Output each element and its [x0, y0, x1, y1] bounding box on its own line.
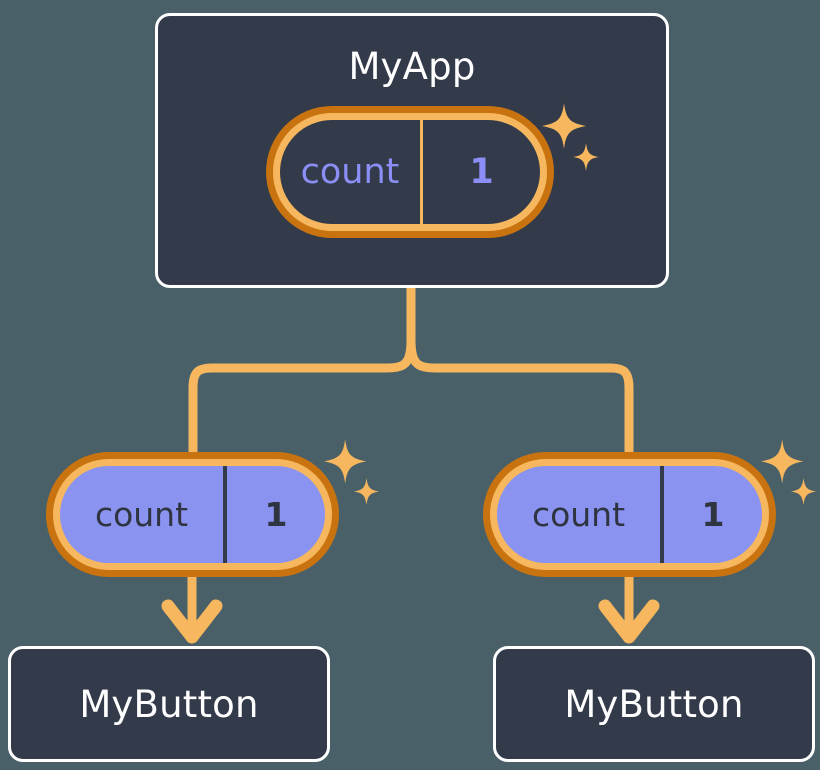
pill-body-left: count 1: [60, 466, 325, 563]
state-value-myapp: 1: [469, 151, 494, 192]
pill-inner-ring-left: count 1: [53, 459, 332, 570]
arrow-down-right: [598, 570, 660, 644]
component-box-mybutton-right[interactable]: MyButton: [493, 646, 815, 762]
state-key-myapp: count: [300, 151, 400, 192]
component-title-myapp: MyApp: [348, 45, 476, 88]
pill-inner-ring-myapp: count 1: [273, 113, 547, 231]
pill-frame-right: count 1: [483, 452, 776, 577]
arrow-down-left: [161, 570, 223, 644]
state-value-right: 1: [701, 495, 725, 534]
state-pill-left[interactable]: count 1: [46, 452, 339, 577]
pill-body-right: count 1: [497, 466, 762, 563]
sparkle-small-icon: [353, 477, 380, 506]
state-pill-myapp[interactable]: count 1: [266, 106, 554, 238]
pill-body-myapp: count 1: [280, 120, 540, 224]
pill-inner-ring-right: count 1: [490, 459, 769, 570]
pill-divider-left: [223, 466, 227, 563]
pill-divider-right: [660, 466, 664, 563]
state-value-left: 1: [264, 495, 288, 534]
wire-branch-left: [188, 335, 416, 458]
state-pill-right[interactable]: count 1: [483, 452, 776, 577]
wire-branch-right: [406, 335, 634, 458]
state-key-right: count: [531, 495, 626, 534]
component-title-mybutton-right: MyButton: [564, 682, 744, 726]
component-title-mybutton-left: MyButton: [79, 682, 259, 726]
pill-frame-myapp: count 1: [266, 106, 554, 238]
component-box-mybutton-left[interactable]: MyButton: [8, 646, 330, 762]
pill-frame-left: count 1: [46, 452, 339, 577]
sparkle-small-icon: [790, 477, 817, 506]
pill-divider-myapp: [420, 120, 423, 224]
state-key-left: count: [94, 495, 189, 534]
